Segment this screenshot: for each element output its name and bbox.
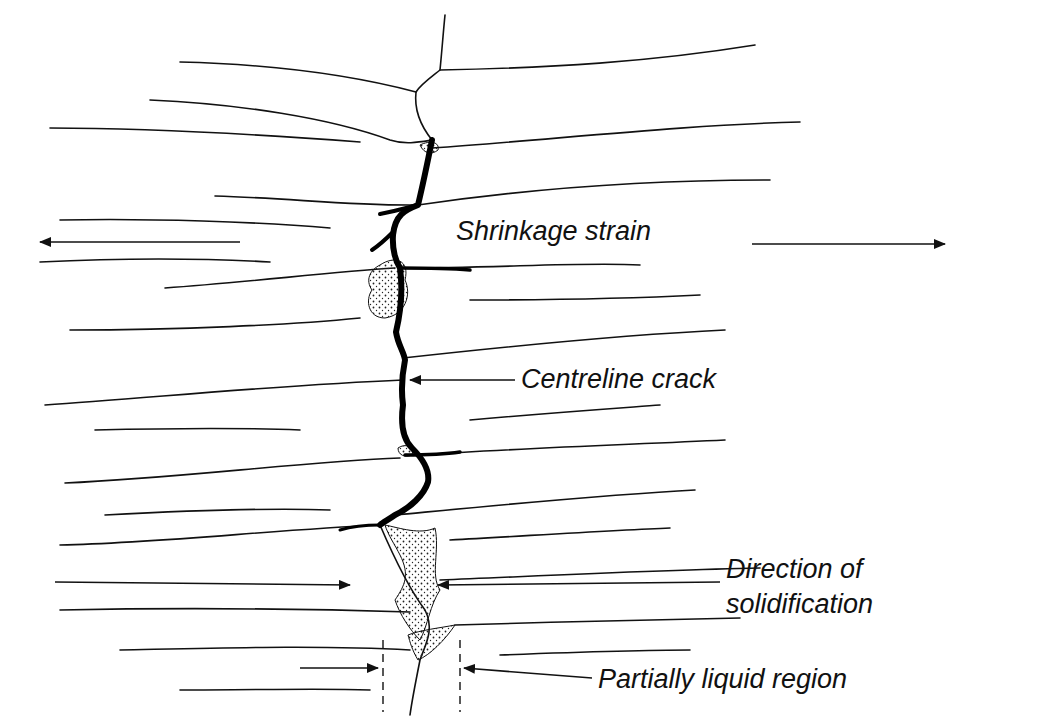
region-limits [383, 640, 460, 712]
centreline-crack [340, 140, 470, 530]
figure-label: Partially liquid region [598, 662, 847, 697]
liquid-film [368, 142, 455, 660]
grain-boundaries [40, 15, 800, 715]
figure-label: Shrinkage strain [456, 214, 651, 249]
figure-label: Centreline crack [521, 362, 716, 397]
figure-label: Direction of solidification [726, 552, 966, 622]
